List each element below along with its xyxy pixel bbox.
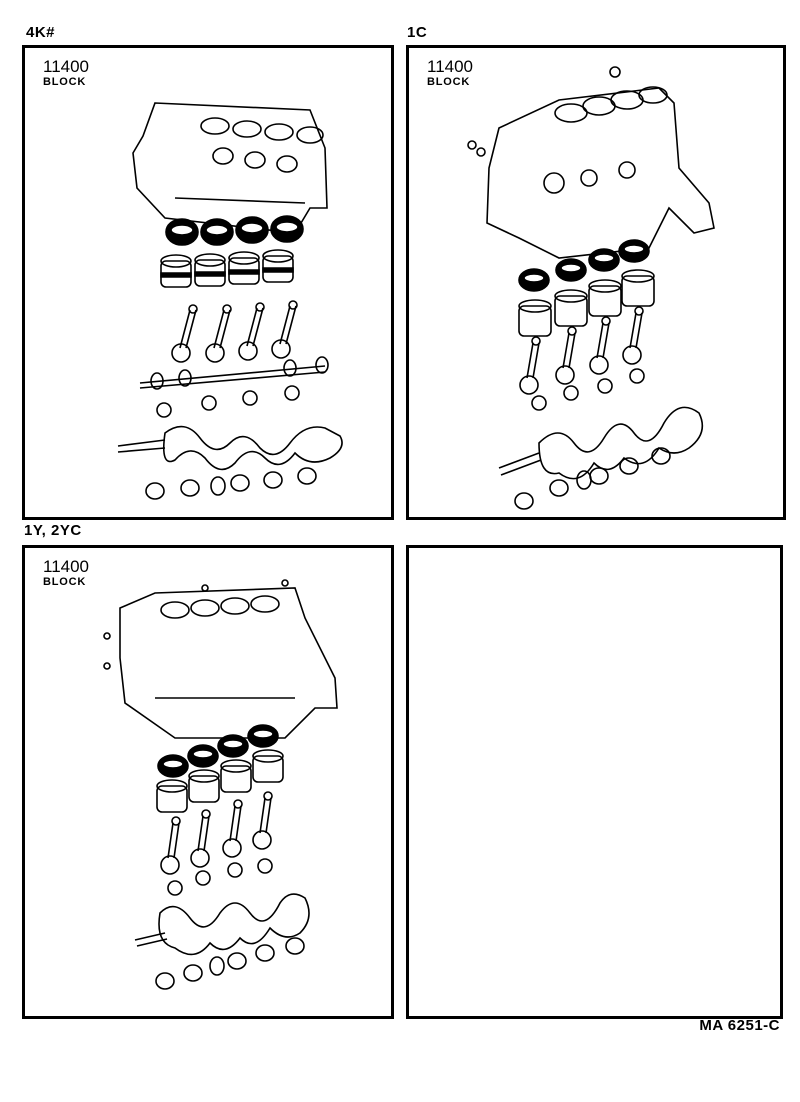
- diagram-code: MA 6251-C: [699, 1017, 780, 1034]
- part-number: 11400: [43, 57, 90, 76]
- engine-label-1y-2yc: 1Y, 2YC: [24, 522, 82, 539]
- engine-block-exploded-illustration: [103, 579, 338, 990]
- engine-label-4k: 4K#: [26, 24, 56, 41]
- part-number: 11400: [427, 57, 474, 76]
- part-number: 11400: [43, 557, 90, 576]
- panel-4k-block: 11400 BLOCK: [22, 45, 394, 520]
- engine-block-exploded-illustration: [467, 66, 715, 510]
- panel-1c-block: 11400 BLOCK: [406, 45, 786, 520]
- part-name: BLOCK: [43, 76, 87, 88]
- part-name: BLOCK: [427, 76, 471, 88]
- panel-1y-2yc-block: 11400 BLOCK: [22, 545, 394, 1019]
- engine-label-1c: 1C: [407, 24, 428, 41]
- engine-block-exploded-illustration: [117, 102, 343, 500]
- panel-empty: [406, 545, 783, 1019]
- part-name: BLOCK: [43, 576, 87, 588]
